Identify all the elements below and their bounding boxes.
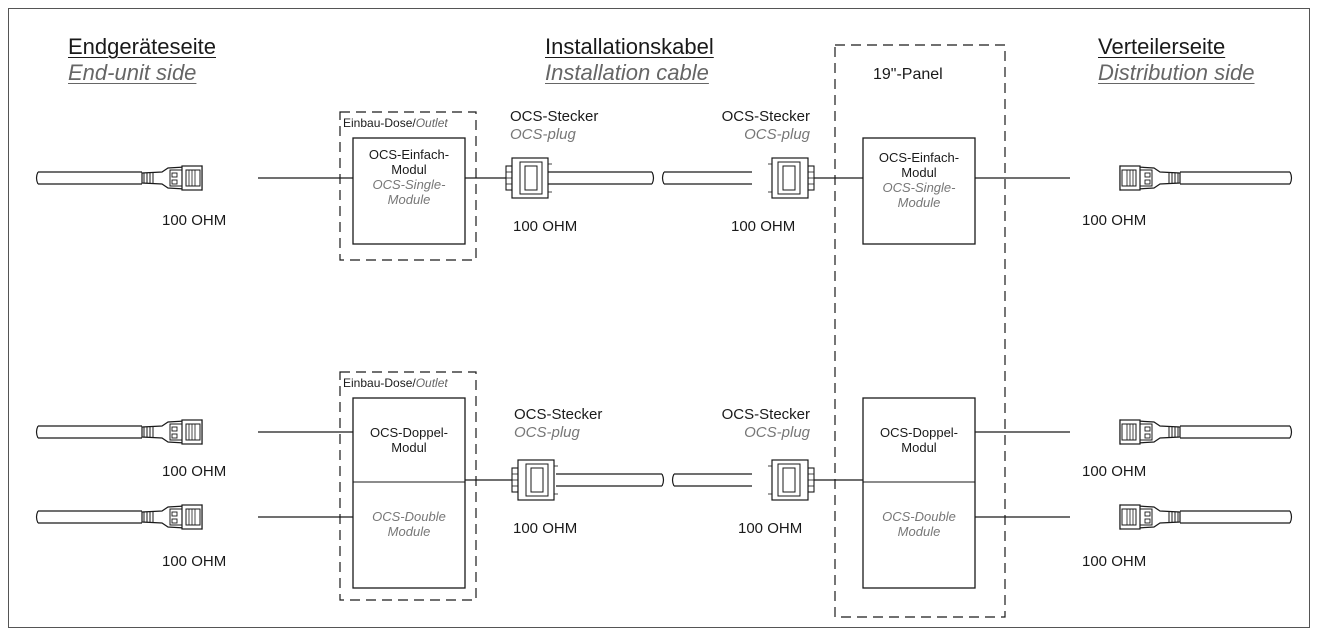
impedance-label: 100 OHM [162, 463, 227, 480]
end-unit-plug-icon [141, 165, 203, 191]
panel-double-module [862, 397, 976, 589]
header-end-unit-en: End-unit side [68, 60, 197, 85]
outlet-label-top: Einbau-Dose/Outlet [343, 116, 448, 130]
outlet-double-module [352, 397, 466, 589]
panel-title: 19"-Panel [873, 66, 943, 83]
impedance-label: 100 OHM [513, 218, 578, 235]
diagram-frame [8, 8, 1310, 628]
impedance-label: 100 OHM [1082, 553, 1147, 570]
ocs-plug-icon [505, 157, 553, 199]
end-unit-plug-icon [141, 504, 203, 530]
impedance-label: 100 OHM [162, 553, 227, 570]
panel-single-module-label: OCS-Einfach- Modul OCS-Single- Module [878, 150, 960, 210]
impedance-label: 100 OHM [1082, 463, 1147, 480]
impedance-label: 100 OHM [738, 520, 803, 537]
header-distribution-de: Verteilerseite [1098, 34, 1226, 59]
panel-double-module-en: OCS-Double Module [882, 509, 956, 539]
end-unit-plug-icon [141, 419, 203, 445]
outlet-box-top [339, 111, 477, 261]
distribution-plug-icon [1119, 165, 1181, 191]
ocs-plug-icon [511, 459, 559, 501]
impedance-label: 100 OHM [1082, 212, 1147, 229]
header-distribution: Verteilerseite Distribution side [1098, 34, 1255, 86]
outlet-double-module-en: OCS-Double Module [372, 509, 446, 539]
header-end-unit-de: Endgeräteseite [68, 34, 216, 59]
outlet-single-module [352, 137, 466, 245]
outlet-double-module-de: OCS-Doppel- Modul [369, 425, 449, 455]
panel-box [834, 44, 1006, 618]
ocs-plug-icon [767, 459, 815, 501]
outlet-single-module-label: OCS-Einfach- Modul OCS-Single- Module [368, 147, 450, 207]
header-cable: Installationskabel Installation cable [545, 34, 714, 86]
distribution-plug-icon [1119, 504, 1181, 530]
header-distribution-en: Distribution side [1098, 60, 1255, 85]
header-cable-de: Installationskabel [545, 34, 714, 59]
distribution-plug-icon [1119, 419, 1181, 445]
impedance-label: 100 OHM [162, 212, 227, 229]
panel-single-module [862, 137, 976, 245]
panel-double-module-de: OCS-Doppel- Modul [879, 425, 959, 455]
outlet-box-bottom [339, 371, 477, 601]
impedance-label: 100 OHM [513, 520, 578, 537]
impedance-label: 100 OHM [731, 218, 796, 235]
header-cable-en: Installation cable [545, 60, 709, 85]
outlet-label-bottom: Einbau-Dose/Outlet [343, 376, 448, 390]
header-end-unit: Endgeräteseite End-unit side [68, 34, 216, 86]
ocs-plug-icon [767, 157, 815, 199]
